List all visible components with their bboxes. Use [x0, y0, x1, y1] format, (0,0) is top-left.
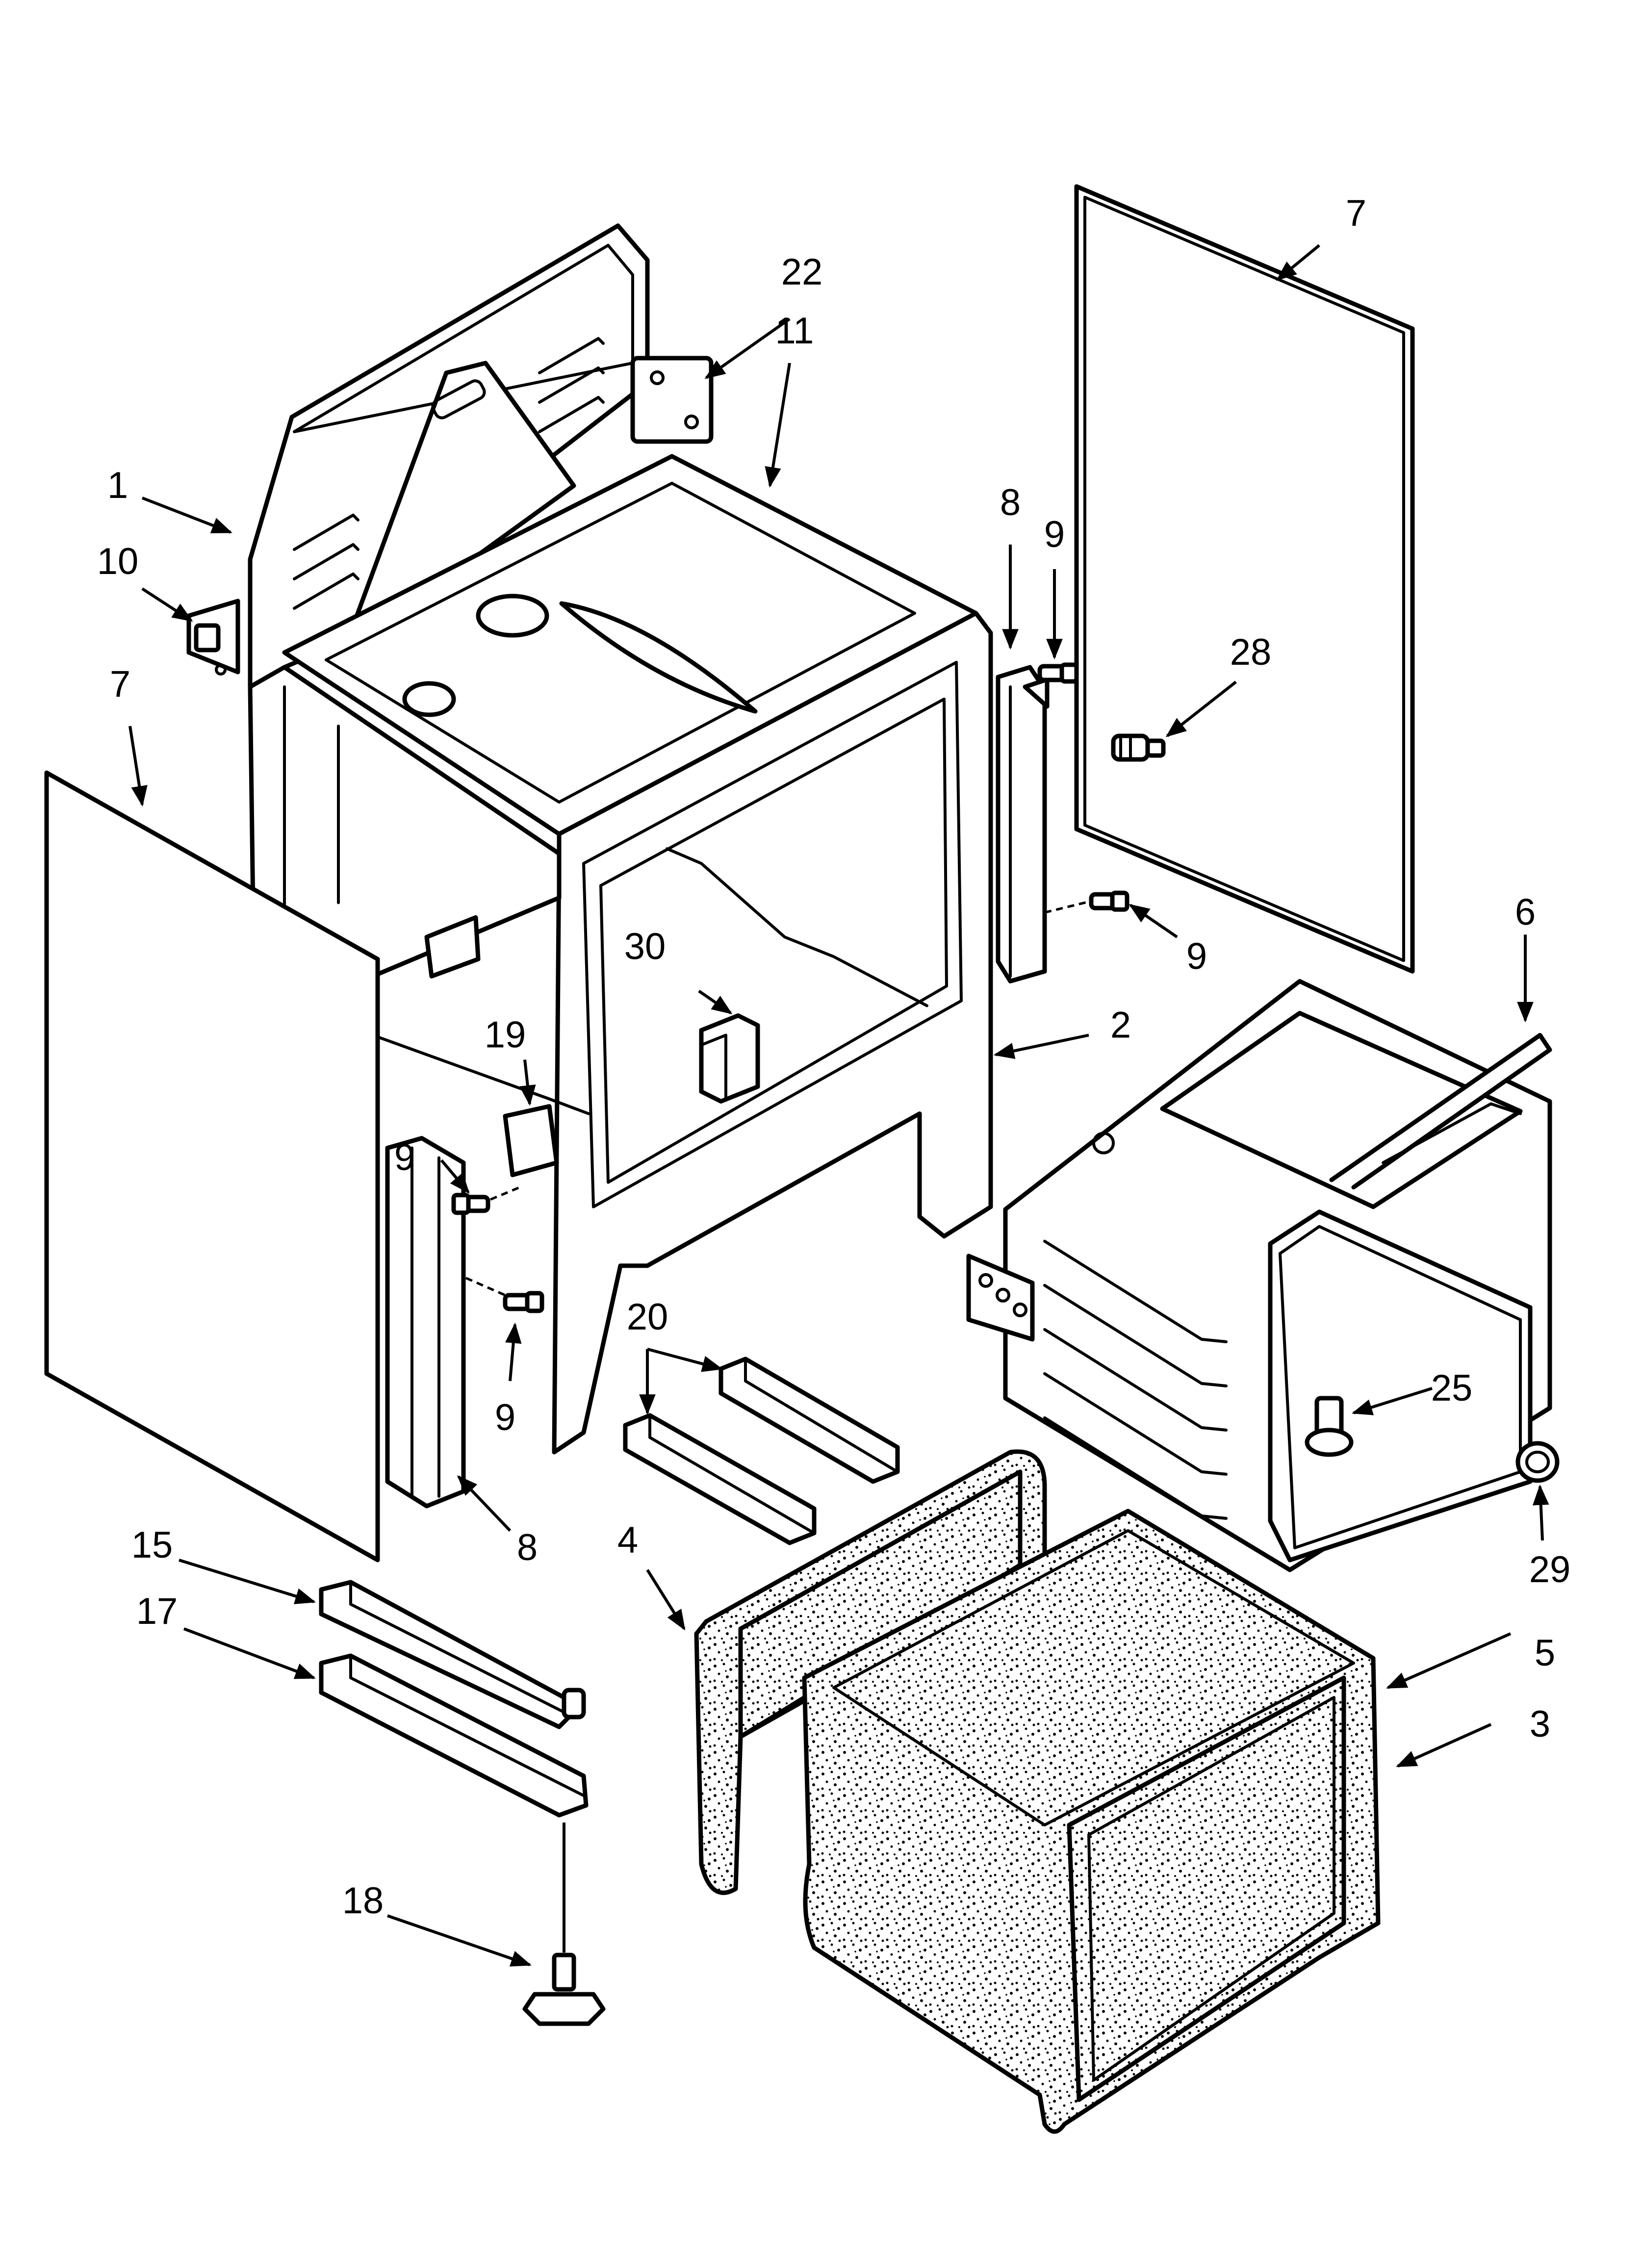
screw-upper-right	[1037, 662, 1079, 684]
callout-18: 18	[342, 1880, 384, 1922]
side-panel-right	[1074, 184, 1415, 974]
screw-lower-right	[1089, 890, 1129, 912]
callout-8-left: 8	[517, 1527, 538, 1568]
callout-10: 10	[97, 541, 139, 582]
vertical-bracket-right	[996, 665, 1050, 984]
callout-20: 20	[627, 1296, 668, 1338]
leveling-leg	[522, 1953, 606, 2026]
callout-22: 22	[781, 251, 823, 293]
callout-2: 2	[1110, 1004, 1131, 1046]
oven-cavity	[966, 979, 1552, 1572]
callout-28: 28	[1230, 631, 1272, 673]
callout-7-left: 7	[110, 663, 130, 705]
bake-element	[1329, 1033, 1552, 1190]
sensor-probe	[1305, 1396, 1354, 1457]
leader-lines	[128, 244, 1549, 1967]
side-rail-17	[319, 1653, 589, 1818]
callout-3: 3	[1530, 1703, 1550, 1745]
callout-5: 5	[1535, 1632, 1555, 1674]
callout-labels: 1 10 7 22 11 8 9 7 28 9 30 2 19 6 9 9 20…	[97, 192, 1571, 1922]
support-rail-lower	[623, 1413, 817, 1545]
insulation-wrap	[802, 1509, 1381, 2134]
side-rail-15	[319, 1580, 586, 1729]
callout-29: 29	[1529, 1549, 1571, 1590]
callout-25: 25	[1431, 1367, 1473, 1409]
callout-11: 11	[775, 310, 814, 352]
plug-button	[1111, 733, 1166, 762]
support-rail-upper	[718, 1356, 900, 1484]
mounting-clip	[699, 1013, 760, 1104]
callout-6: 6	[1515, 891, 1536, 933]
vertical-bracket-left	[385, 1136, 466, 1509]
callout-30: 30	[624, 926, 666, 967]
callout-9-upper-right: 9	[1044, 514, 1065, 555]
chassis-frame	[248, 223, 993, 1455]
side-panel-left	[44, 770, 380, 1563]
callout-9-left-lower: 9	[495, 1397, 515, 1438]
callout-9-lower-right: 9	[1186, 936, 1207, 977]
callout-17: 17	[136, 1590, 178, 1632]
callout-7-right: 7	[1346, 192, 1366, 234]
callout-15: 15	[131, 1524, 173, 1566]
cap-button	[1515, 1441, 1560, 1483]
callout-8-right: 8	[1000, 482, 1021, 523]
screw-left-lower	[503, 1291, 544, 1313]
screw-left-upper	[451, 1193, 490, 1215]
latch-bracket	[186, 599, 240, 676]
small-bracket-19	[503, 1104, 559, 1177]
callout-4: 4	[617, 1519, 638, 1561]
callout-19: 19	[485, 1014, 526, 1056]
callout-9-left-upper: 9	[394, 1137, 415, 1178]
callout-1: 1	[107, 465, 128, 506]
